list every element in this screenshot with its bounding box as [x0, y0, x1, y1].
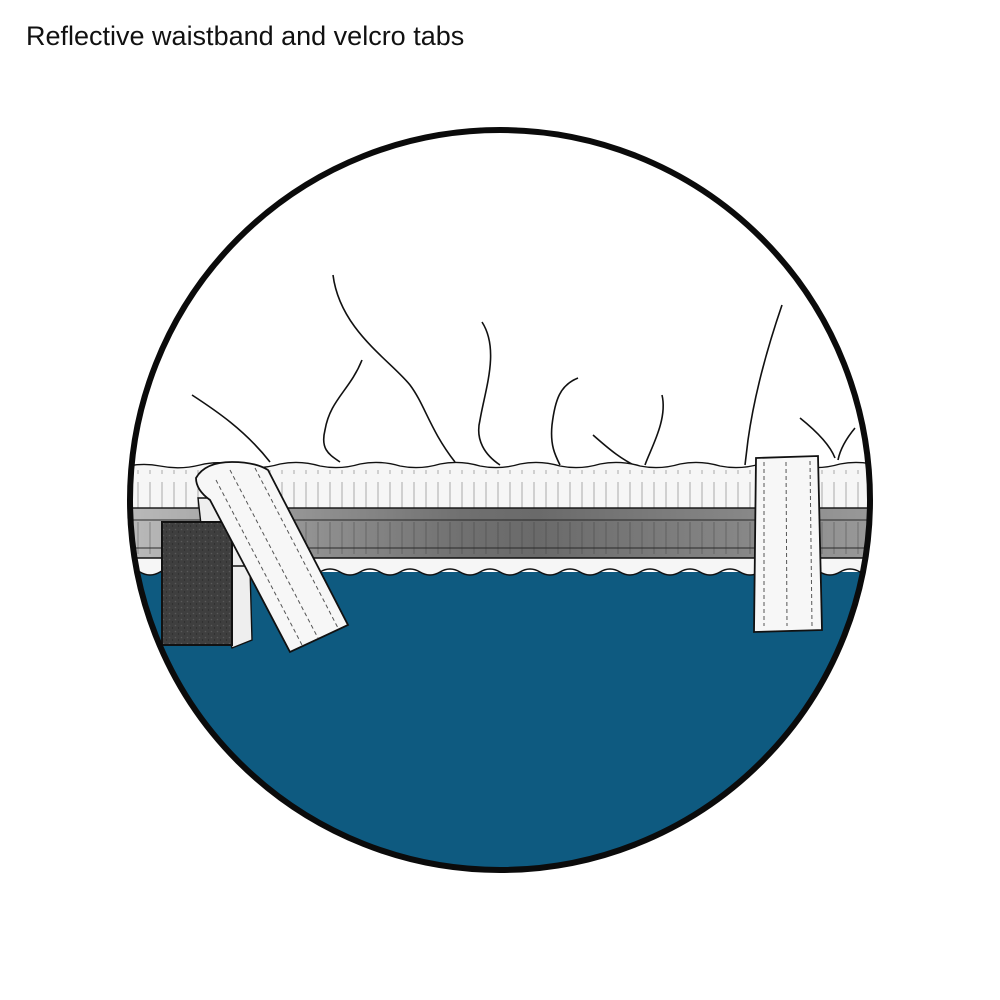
right-velcro-tab	[753, 455, 823, 633]
circle-frame	[127, 127, 873, 873]
circle-content	[130, 130, 870, 870]
left-velcro-strap	[195, 461, 350, 654]
product-caption: Reflective waistband and velcro tabs	[26, 21, 465, 51]
velcro-hook-patch	[161, 521, 233, 646]
shirt-fabric-folds	[191, 274, 856, 469]
